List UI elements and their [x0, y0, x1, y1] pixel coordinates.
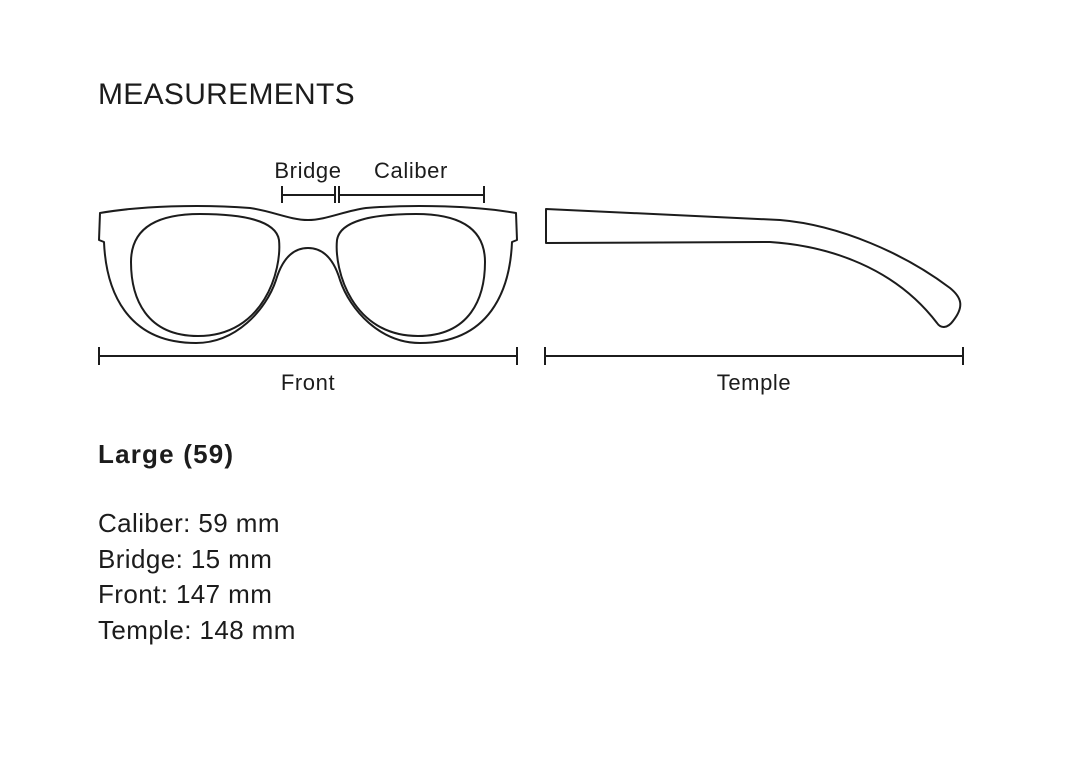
spec-temple: Temple: 148 mm — [98, 614, 296, 645]
page-title: MEASUREMENTS — [98, 78, 355, 111]
left-lens — [130, 213, 281, 337]
bridge-label: Bridge — [274, 158, 341, 183]
front-label: Front — [281, 370, 335, 395]
temple-arm — [545, 208, 962, 328]
right-lens — [335, 213, 486, 337]
spec-list: Caliber: 59 mm Bridge: 15 mm Front: 147 … — [98, 506, 296, 648]
temple-label: Temple — [717, 370, 792, 395]
caliber-label: Caliber — [374, 158, 448, 183]
spec-caliber: Caliber: 59 mm — [98, 508, 280, 538]
size-title: Large (59) — [98, 439, 235, 469]
spec-bridge: Bridge: 15 mm — [98, 543, 273, 574]
front-frame-outline — [98, 204, 518, 344]
spec-front: Front: 147 mm — [98, 579, 273, 609]
